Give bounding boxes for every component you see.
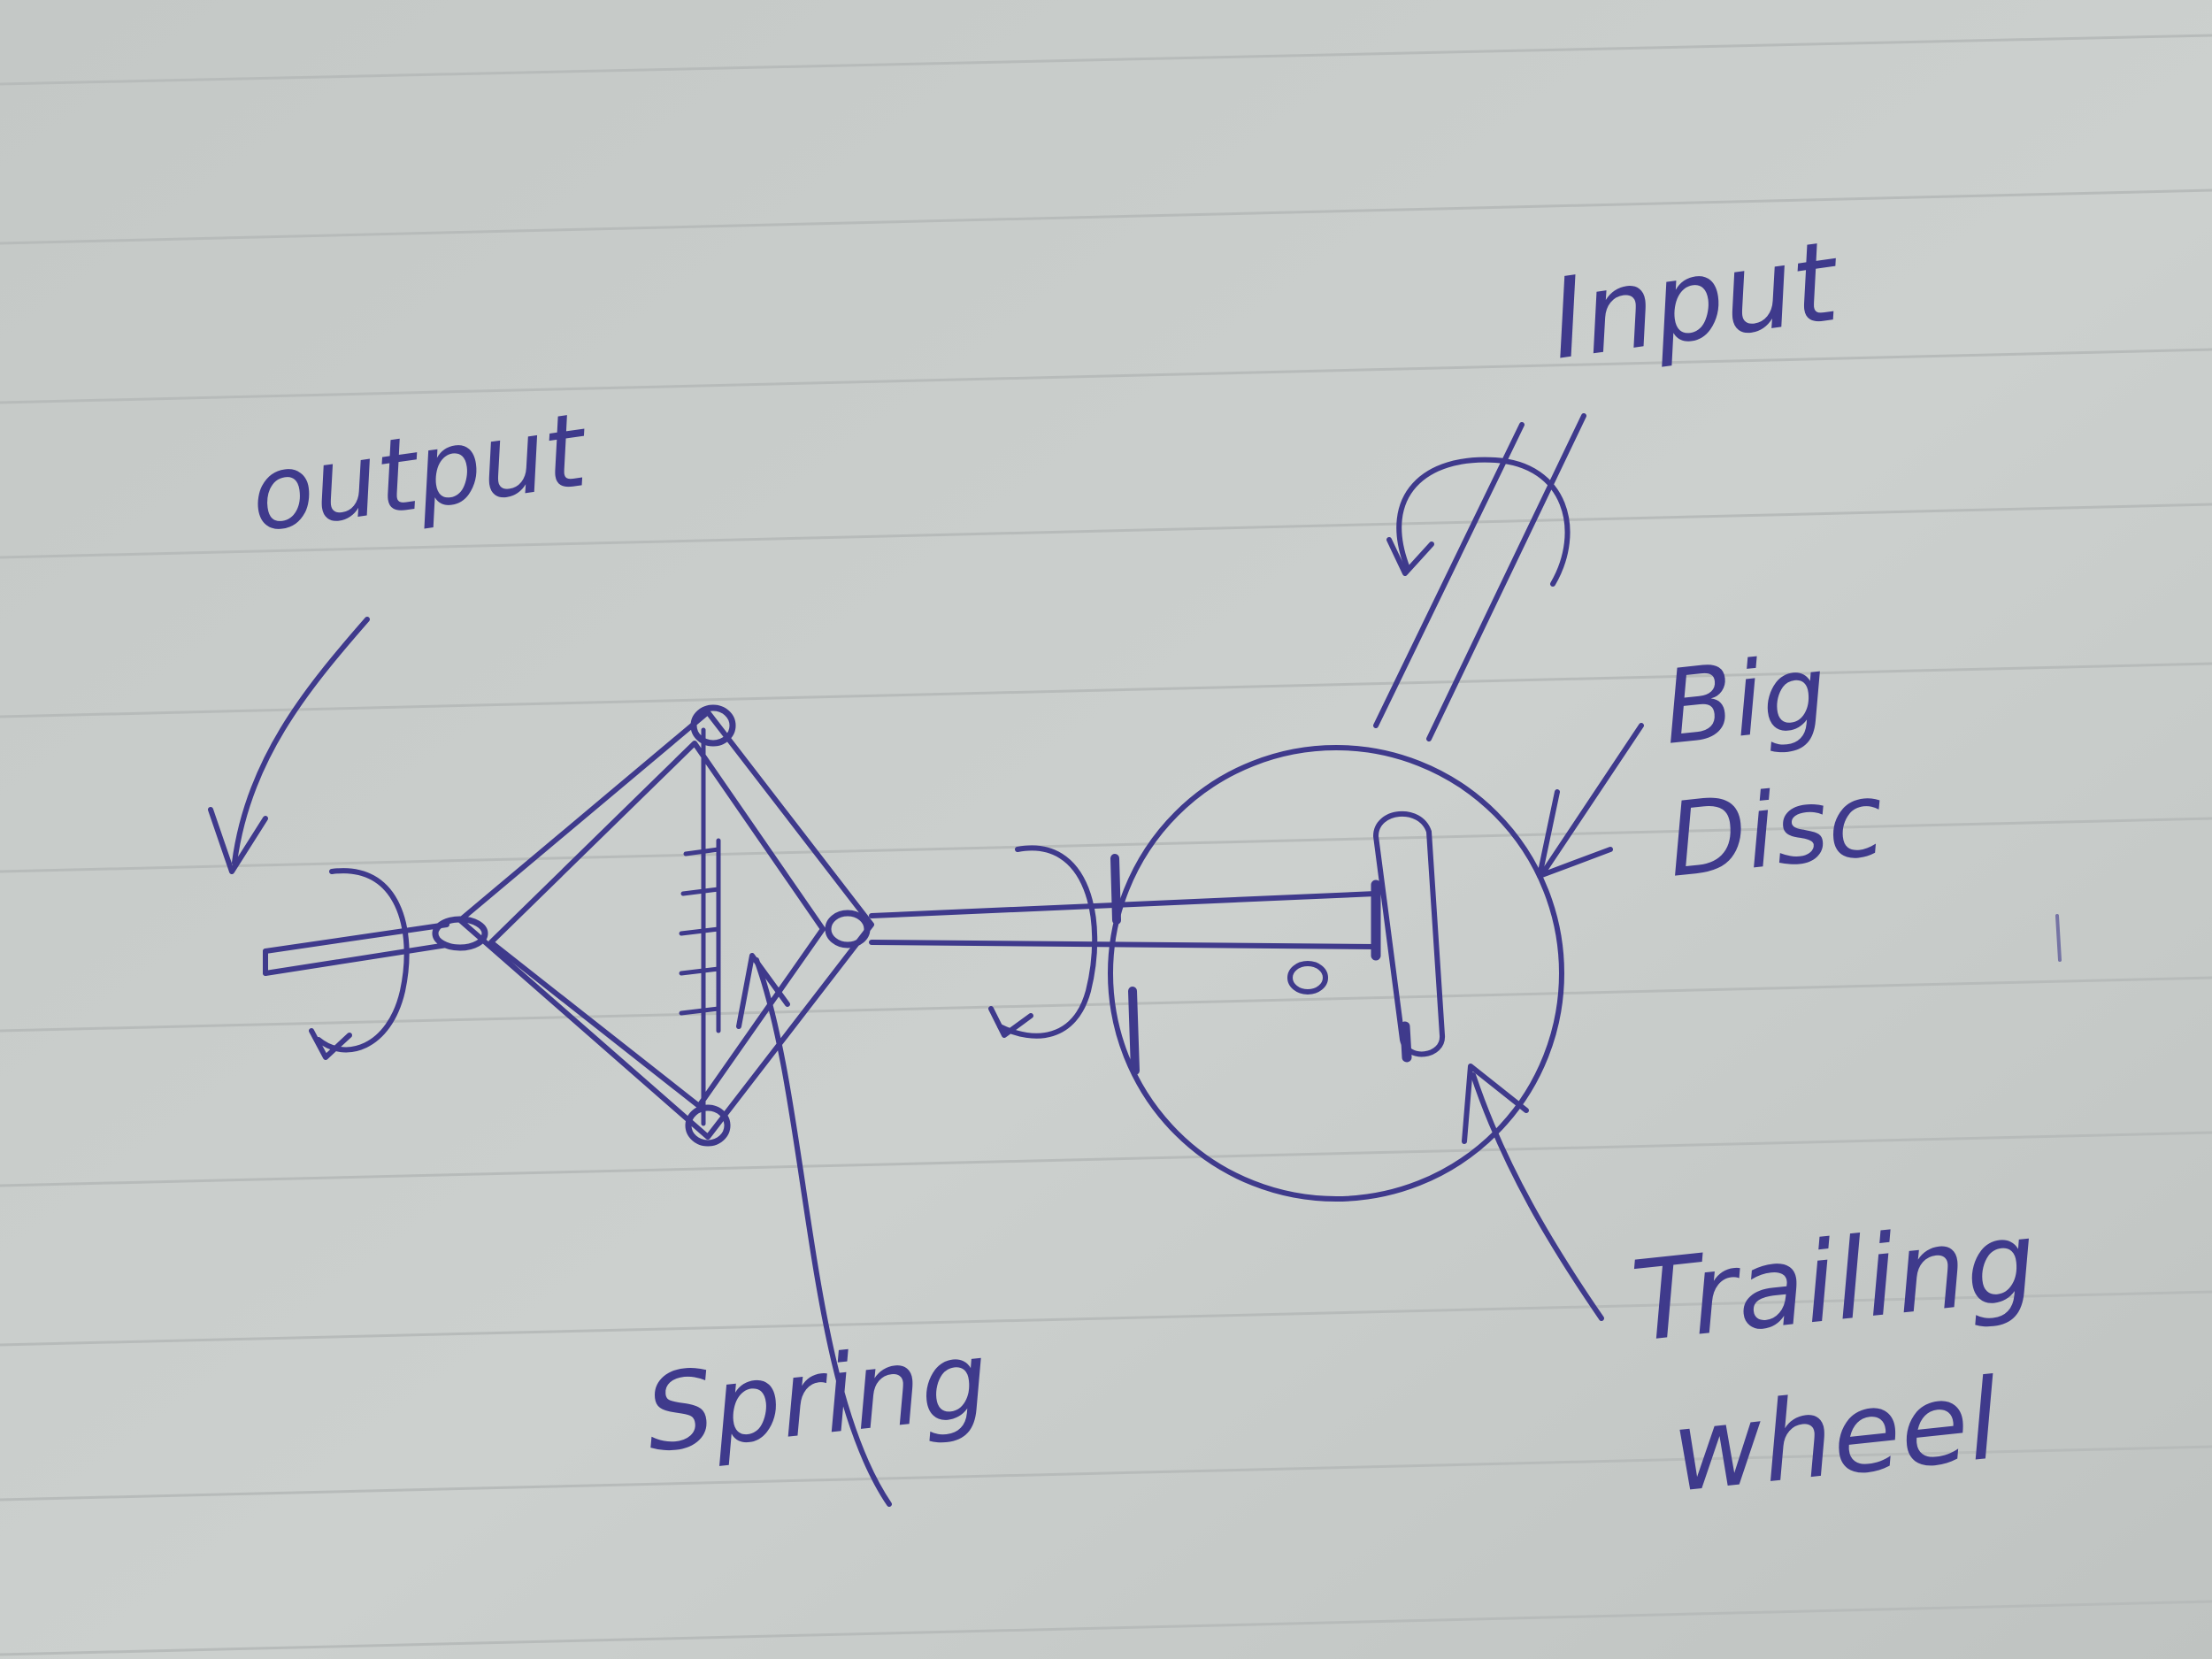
spring-coil bbox=[679, 838, 721, 1033]
rule-line bbox=[0, 188, 2212, 245]
rule-line bbox=[0, 662, 2212, 718]
rule-line bbox=[0, 1290, 2212, 1347]
spring-pointer-arrow-icon bbox=[736, 953, 892, 1507]
output-rotation-arrow-icon bbox=[309, 868, 410, 1060]
rule-line bbox=[0, 1131, 2212, 1187]
input-rotation-arrow-icon bbox=[1386, 457, 1571, 587]
rule-line bbox=[0, 976, 2212, 1033]
output-shaft bbox=[263, 916, 488, 976]
trailing-wheel bbox=[1287, 810, 1445, 1063]
big-disc bbox=[1108, 745, 1564, 1202]
spring-linkage bbox=[457, 704, 874, 1147]
shaft-rotation-arrow-icon bbox=[988, 845, 1098, 1039]
trailing-wheel-pointer-arrow-icon bbox=[1462, 1064, 1604, 1321]
rule-line bbox=[0, 34, 2212, 86]
input-shaft bbox=[1373, 413, 1586, 741]
ruled-lines bbox=[0, 34, 2212, 1656]
output-pointer-arrow-icon bbox=[208, 617, 370, 874]
rule-line bbox=[0, 348, 2212, 404]
rule-line bbox=[0, 817, 2212, 873]
rule-line bbox=[0, 1445, 2212, 1502]
big-disc-pointer-arrow-icon bbox=[1537, 723, 1644, 879]
rule-line bbox=[0, 1600, 2212, 1656]
stray-ink-mark bbox=[2055, 914, 2062, 962]
big-disc-label-line1: Big bbox=[1658, 633, 1832, 767]
big-disc-label-line2: Disc bbox=[1663, 760, 1889, 901]
rule-line bbox=[0, 503, 2212, 559]
